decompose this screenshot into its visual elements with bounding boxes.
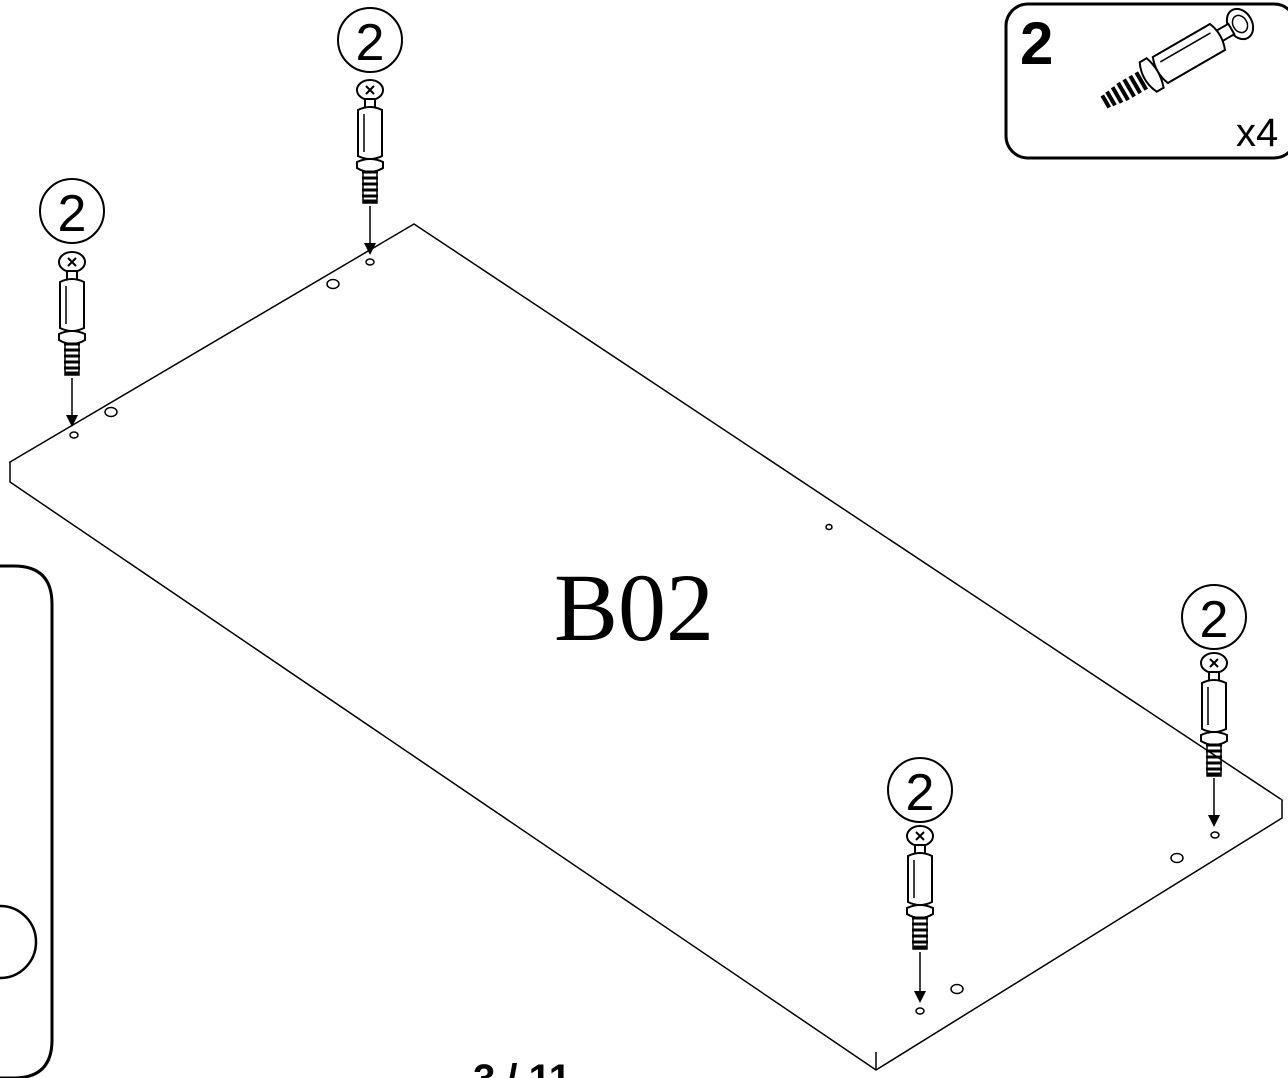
callout-bottom: 2 xyxy=(887,757,953,1003)
board-panel xyxy=(8,223,1284,1071)
part-number: 2 xyxy=(1020,10,1053,77)
hole xyxy=(365,258,375,266)
hole xyxy=(104,406,118,418)
hole xyxy=(326,278,340,290)
cam-dowel-bolt-icon xyxy=(1100,7,1255,109)
callout-number: 2 xyxy=(58,185,87,243)
page-number: 3 / 11 xyxy=(473,1057,571,1078)
cam-dowel-bolt-icon xyxy=(355,78,385,205)
parts-box: 2 x4 xyxy=(1004,2,1288,160)
panel-label: B02 xyxy=(554,554,714,661)
hole xyxy=(1210,831,1220,839)
hole xyxy=(1170,852,1184,864)
hole xyxy=(950,983,964,995)
callout-right: 2 xyxy=(1181,584,1247,827)
hole xyxy=(69,431,79,439)
callout-number: 2 xyxy=(1200,591,1229,649)
callout-number: 2 xyxy=(356,14,385,72)
partial-frame-left xyxy=(0,564,54,1078)
hole xyxy=(915,1007,925,1015)
part-quantity: x4 xyxy=(1236,111,1278,155)
callout-top-left: 2 xyxy=(39,178,105,427)
callout-top-middle: 2 xyxy=(337,7,403,255)
hole xyxy=(825,523,833,531)
callout-number: 2 xyxy=(906,764,935,822)
cam-dowel-bolt-icon xyxy=(57,250,87,377)
